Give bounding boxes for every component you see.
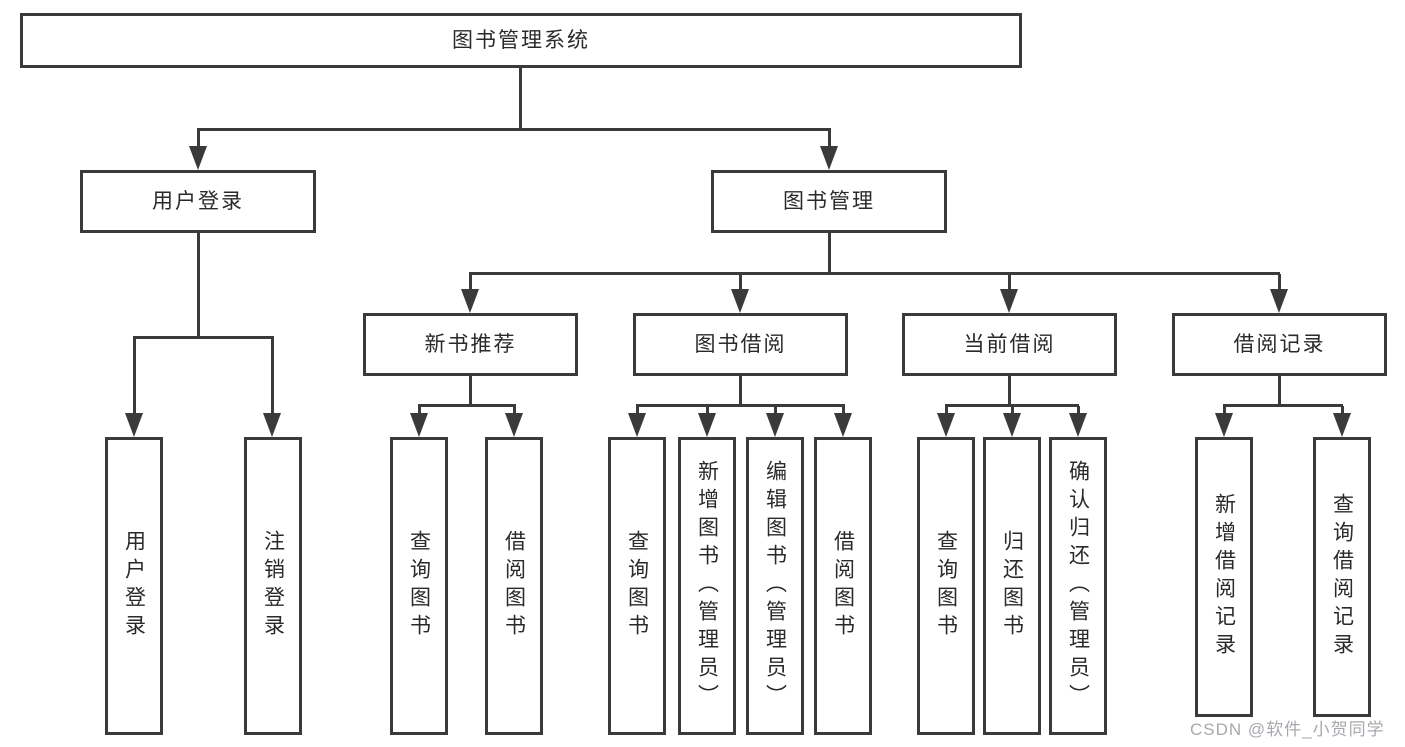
node-query-books: 查询图书 <box>917 437 975 735</box>
connector-line <box>418 406 421 416</box>
node-label: 确认归还（管理员） <box>1066 460 1090 712</box>
connector-line <box>519 68 522 128</box>
node-label: 新增图书（管理员） <box>695 460 719 712</box>
node-user-login-action: 用户登录 <box>105 437 163 735</box>
arrowhead <box>263 413 281 437</box>
node-label: 图书管理系统 <box>452 28 590 52</box>
connector-line <box>842 406 845 416</box>
arrowhead <box>410 413 428 437</box>
node-label: 编辑图书（管理员） <box>763 460 787 712</box>
connector-line <box>133 338 136 416</box>
node-query-borrow-record: 查询借阅记录 <box>1313 437 1371 717</box>
node-label: 借阅图书 <box>831 530 855 642</box>
node-current-borrowing: 当前借阅 <box>902 313 1117 376</box>
connector-line <box>469 272 1280 275</box>
arrowhead <box>698 413 716 437</box>
node-label: 用户登录 <box>152 189 244 213</box>
node-add-book-admin: 新增图书（管理员） <box>678 437 736 735</box>
arrowhead <box>820 146 838 170</box>
connector-line <box>197 128 831 131</box>
arrowhead <box>628 413 646 437</box>
node-add-borrow-record: 新增借阅记录 <box>1195 437 1253 717</box>
node-confirm-return-admin: 确认归还（管理员） <box>1049 437 1107 735</box>
connector-line <box>636 406 639 416</box>
arrowhead <box>1215 413 1233 437</box>
connector-line <box>739 376 742 404</box>
connector-line <box>469 376 472 404</box>
node-query-books: 查询图书 <box>390 437 448 735</box>
node-logout-action: 注销登录 <box>244 437 302 735</box>
connector-line <box>739 274 742 292</box>
connector-line <box>1008 376 1011 404</box>
node-borrow-books: 借阅图书 <box>485 437 543 735</box>
node-label: 图书借阅 <box>694 332 787 356</box>
arrowhead <box>505 413 523 437</box>
node-query-books: 查询图书 <box>608 437 666 735</box>
connector-line <box>1011 406 1014 416</box>
connector-line <box>513 406 516 416</box>
connector-line <box>1223 404 1343 407</box>
connector-line <box>945 404 1079 407</box>
connector-line <box>197 130 200 150</box>
node-library-system: 图书管理系统 <box>20 13 1022 68</box>
arrowhead <box>189 146 207 170</box>
connector-line <box>828 233 831 272</box>
node-label: 新增借阅记录 <box>1212 493 1236 661</box>
node-label: 新书推荐 <box>424 332 517 356</box>
node-label: 注销登录 <box>261 530 285 642</box>
connector-line <box>706 406 709 416</box>
connector-line <box>1077 406 1080 416</box>
node-label: 借阅图书 <box>502 530 526 642</box>
node-borrowing-records: 借阅记录 <box>1172 313 1387 376</box>
arrowhead <box>1003 413 1021 437</box>
connector-line <box>1278 274 1281 292</box>
arrowhead <box>1069 413 1087 437</box>
connector-line <box>1008 274 1011 292</box>
connector-line <box>133 336 274 339</box>
node-label: 借阅记录 <box>1233 332 1326 356</box>
arrowhead <box>937 413 955 437</box>
arrowhead <box>731 289 749 313</box>
connector-line <box>469 274 472 292</box>
csdn-watermark: CSDN @软件_小贺同学 <box>1190 720 1385 739</box>
connector-line <box>636 404 845 407</box>
connector-line <box>418 404 516 407</box>
node-return-books: 归还图书 <box>983 437 1041 735</box>
connector-line <box>828 130 831 150</box>
node-borrow-books: 借阅图书 <box>814 437 872 735</box>
node-edit-book-admin: 编辑图书（管理员） <box>746 437 804 735</box>
node-new-book-recommend: 新书推荐 <box>363 313 578 376</box>
arrowhead <box>1000 289 1018 313</box>
node-label: 查询图书 <box>407 530 431 642</box>
connector-line <box>774 406 777 416</box>
connector-line <box>197 233 200 336</box>
arrowhead <box>125 413 143 437</box>
node-user-login: 用户登录 <box>80 170 316 233</box>
connector-line <box>1278 376 1281 404</box>
connector-line <box>1341 406 1344 416</box>
node-book-borrowing: 图书借阅 <box>633 313 848 376</box>
arrowhead <box>834 413 852 437</box>
connector-line <box>271 338 274 416</box>
arrowhead <box>461 289 479 313</box>
node-label: 归还图书 <box>1000 530 1024 642</box>
node-label: 查询借阅记录 <box>1330 493 1354 661</box>
node-label: 查询图书 <box>625 530 649 642</box>
arrowhead <box>766 413 784 437</box>
arrowhead <box>1333 413 1351 437</box>
node-label: 查询图书 <box>934 530 958 642</box>
node-label: 用户登录 <box>122 530 146 642</box>
connector-line <box>945 406 948 416</box>
connector-line <box>1223 406 1226 416</box>
node-label: 当前借阅 <box>963 332 1056 356</box>
arrowhead <box>1270 289 1288 313</box>
node-label: 图书管理 <box>783 189 875 213</box>
node-book-management: 图书管理 <box>711 170 947 233</box>
